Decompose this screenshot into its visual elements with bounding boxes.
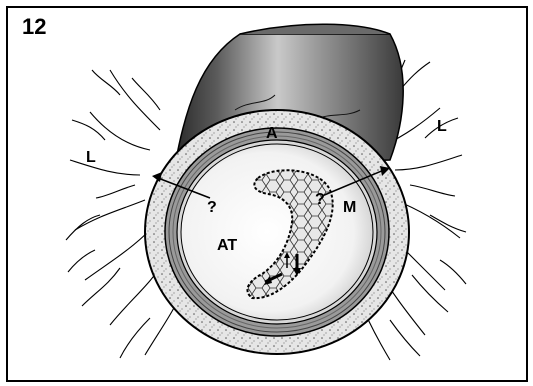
question-mark-right: ? xyxy=(315,191,325,208)
question-mark-left: ? xyxy=(207,199,217,216)
label-atheroma: AT xyxy=(217,237,237,254)
label-lymphatic-right: L xyxy=(437,118,447,135)
label-lymphatic-left: L xyxy=(86,149,96,166)
label-adventitia: A xyxy=(266,125,278,142)
label-media: M xyxy=(343,199,356,216)
